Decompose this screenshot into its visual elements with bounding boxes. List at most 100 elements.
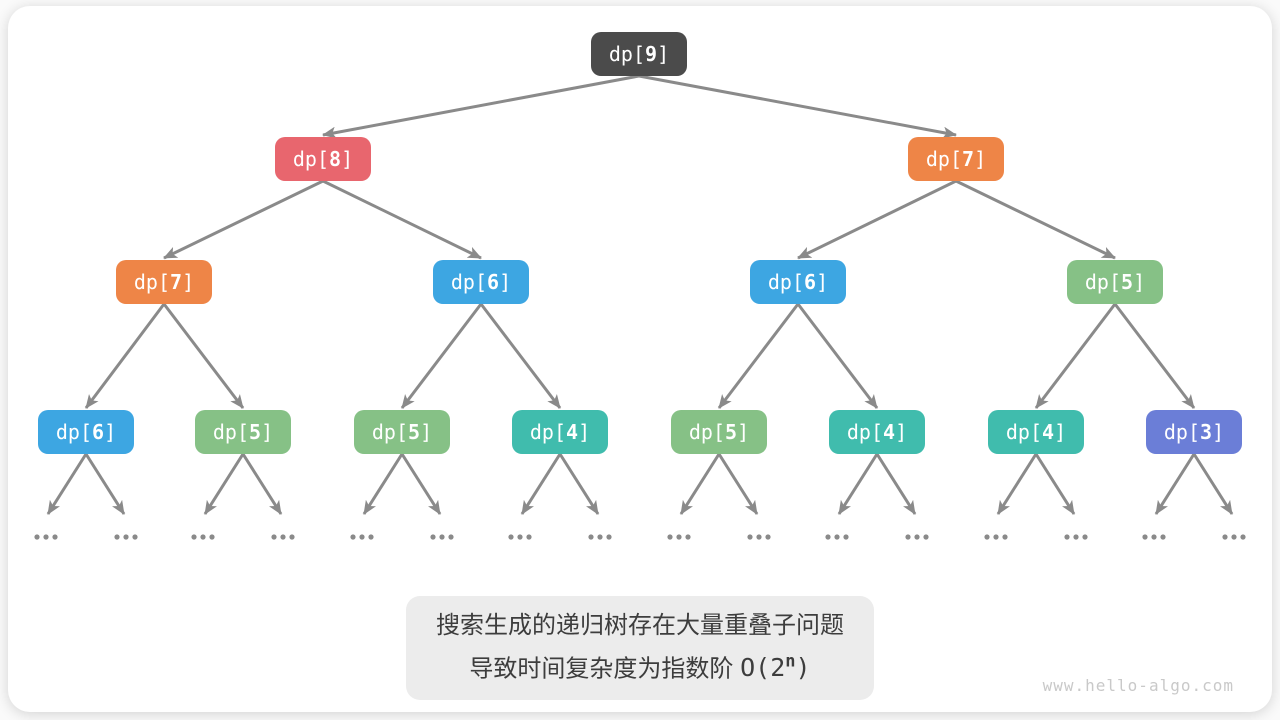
ellipsis-dot xyxy=(34,534,40,540)
tree-node-dp9-0: dp[9] xyxy=(591,32,687,76)
caption-line-2-text: 导致时间复杂度为指数阶 xyxy=(469,655,741,683)
ellipsis-dots xyxy=(271,534,295,540)
ellipsis-dots xyxy=(430,534,454,540)
ellipsis-dot xyxy=(1073,534,1079,540)
tree-node-dp3-14: dp[3] xyxy=(1146,410,1242,454)
ellipsis-dots xyxy=(34,534,58,540)
ellipsis-dot xyxy=(588,534,594,540)
node-label: dp[6] xyxy=(56,420,116,444)
tree-node-dp7-3: dp[7] xyxy=(116,260,212,304)
node-box xyxy=(1067,260,1163,304)
node-label: dp[6] xyxy=(451,270,511,294)
node-box xyxy=(354,410,450,454)
tree-node-dp6-4: dp[6] xyxy=(433,260,529,304)
leaf-arrow xyxy=(241,453,283,515)
caption-line-2: 导致时间复杂度为指数阶 O(2n) xyxy=(436,644,844,687)
node-label: dp[4] xyxy=(1006,420,1066,444)
tree-node-dp8-1: dp[8] xyxy=(275,137,371,181)
ellipsis-dot xyxy=(685,534,691,540)
node-label: dp[7] xyxy=(134,270,194,294)
tree-node-dp4-13: dp[4] xyxy=(988,410,1084,454)
ellipsis-dot xyxy=(114,534,120,540)
ellipsis-dots xyxy=(905,534,929,540)
ellipsis-dot xyxy=(280,534,286,540)
ellipsis-dots xyxy=(825,534,849,540)
ellipsis-dots xyxy=(508,534,532,540)
node-box xyxy=(671,410,767,454)
ellipsis-dot xyxy=(905,534,911,540)
ellipsis-dot xyxy=(52,534,58,540)
ellipsis-dot xyxy=(914,534,920,540)
ellipsis-dot xyxy=(667,534,673,540)
tree-node-dp6-7: dp[6] xyxy=(38,410,134,454)
ellipsis-dot xyxy=(43,534,49,540)
ellipsis-dot xyxy=(1151,534,1157,540)
leaf-arrow xyxy=(84,453,126,515)
ellipsis-dot xyxy=(765,534,771,540)
ellipsis-dot xyxy=(350,534,356,540)
ellipsis-dot xyxy=(368,534,374,540)
ellipsis-dot xyxy=(825,534,831,540)
leaf-arrow xyxy=(400,453,442,515)
ellipsis-dot xyxy=(1002,534,1008,540)
tree-edge xyxy=(322,179,482,260)
ellipsis-dots xyxy=(1222,534,1246,540)
ellipsis-dot xyxy=(448,534,454,540)
ellipsis-dot xyxy=(517,534,523,540)
tree-edge xyxy=(84,303,166,409)
tree-node-dp7-2: dp[7] xyxy=(908,137,1004,181)
tree-edge xyxy=(479,303,562,409)
leaf-arrow xyxy=(558,453,600,515)
ellipsis-dot xyxy=(439,534,445,540)
node-box xyxy=(988,410,1084,454)
tree-edge xyxy=(322,74,640,139)
ellipsis-dot xyxy=(597,534,603,540)
leaf-arrow xyxy=(362,453,404,515)
tree-edge xyxy=(955,179,1116,260)
ellipsis-dot xyxy=(993,534,999,540)
node-box xyxy=(195,410,291,454)
ellipsis-dot xyxy=(834,534,840,540)
ellipsis-dot xyxy=(200,534,206,540)
node-label: dp[4] xyxy=(847,420,907,444)
node-box xyxy=(512,410,608,454)
ellipsis-dot xyxy=(526,534,532,540)
leaf-arrow xyxy=(875,453,917,515)
node-label: dp[3] xyxy=(1164,420,1224,444)
node-label: dp[4] xyxy=(530,420,590,444)
caption-box: 搜索生成的递归树存在大量重叠子问题 导致时间复杂度为指数阶 O(2n) xyxy=(406,596,874,701)
node-box xyxy=(908,137,1004,181)
node-label: dp[5] xyxy=(689,420,749,444)
tree-edge xyxy=(400,303,483,409)
node-box xyxy=(829,410,925,454)
ellipsis-dot xyxy=(1240,534,1246,540)
complexity-formula: O(2n) xyxy=(740,652,811,683)
ellipsis-dots xyxy=(588,534,612,540)
node-box xyxy=(750,260,846,304)
node-label: dp[5] xyxy=(213,420,273,444)
ellipsis-dots xyxy=(114,534,138,540)
node-label: dp[6] xyxy=(768,270,828,294)
tree-edge xyxy=(162,303,245,409)
ellipsis-dot xyxy=(1231,534,1237,540)
ellipsis-dot xyxy=(1160,534,1166,540)
ellipsis-dots xyxy=(1142,534,1166,540)
leaf-arrow xyxy=(520,453,562,515)
node-label: dp[7] xyxy=(926,147,986,171)
leaf-arrow xyxy=(717,453,759,515)
tree-node-dp6-5: dp[6] xyxy=(750,260,846,304)
tree-node-dp5-6: dp[5] xyxy=(1067,260,1163,304)
ellipsis-dot xyxy=(508,534,514,540)
ellipsis-dot xyxy=(359,534,365,540)
ellipsis-dot xyxy=(271,534,277,540)
ellipsis-dot xyxy=(430,534,436,540)
node-label: dp[9] xyxy=(609,42,669,66)
node-box xyxy=(116,260,212,304)
tree-edge xyxy=(797,179,957,260)
ellipsis-dot xyxy=(676,534,682,540)
tree-node-dp5-9: dp[5] xyxy=(354,410,450,454)
ellipsis-dots xyxy=(984,534,1008,540)
node-box xyxy=(38,410,134,454)
tree-edge xyxy=(1034,303,1117,409)
